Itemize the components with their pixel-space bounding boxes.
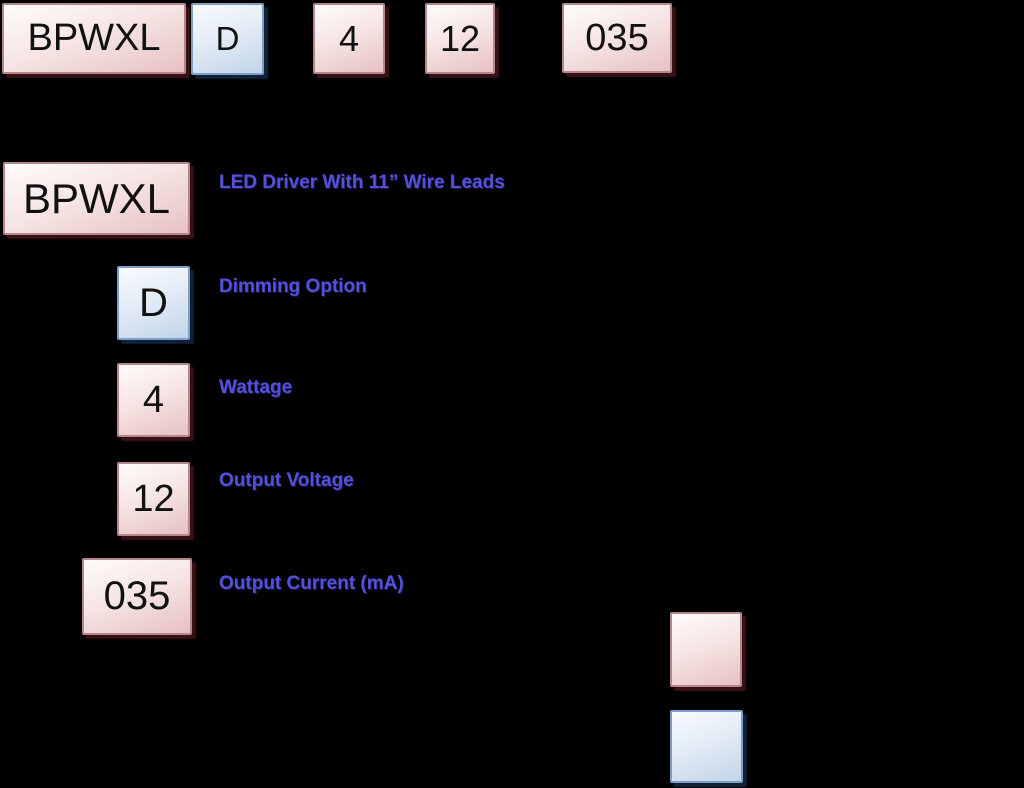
breakdown-label-dimming: Dimming Option: [219, 276, 367, 297]
part-number-segment-voltage: 12: [425, 3, 495, 74]
breakdown-code-wattage: 4: [117, 363, 190, 437]
part-number-segment-wattage: 4: [313, 3, 385, 74]
breakdown-label-wattage: Wattage: [219, 377, 293, 398]
breakdown-code-dimming: D: [117, 266, 190, 340]
part-number-segment-dimming: D: [191, 3, 264, 75]
breakdown-label-voltage: Output Voltage: [219, 470, 354, 491]
part-number-segment-current: 035: [562, 3, 672, 73]
breakdown-code-series: BPWXL: [3, 162, 190, 235]
breakdown-code-voltage: 12: [117, 462, 190, 536]
breakdown-label-current: Output Current (mA): [219, 573, 404, 594]
legend-swatch-pink: [670, 612, 742, 687]
part-number-segment-series: BPWXL: [2, 3, 186, 74]
breakdown-code-current: 035: [82, 558, 192, 635]
legend-swatch-blue: [670, 710, 743, 783]
breakdown-label-series: LED Driver With 11” Wire Leads: [219, 172, 505, 193]
